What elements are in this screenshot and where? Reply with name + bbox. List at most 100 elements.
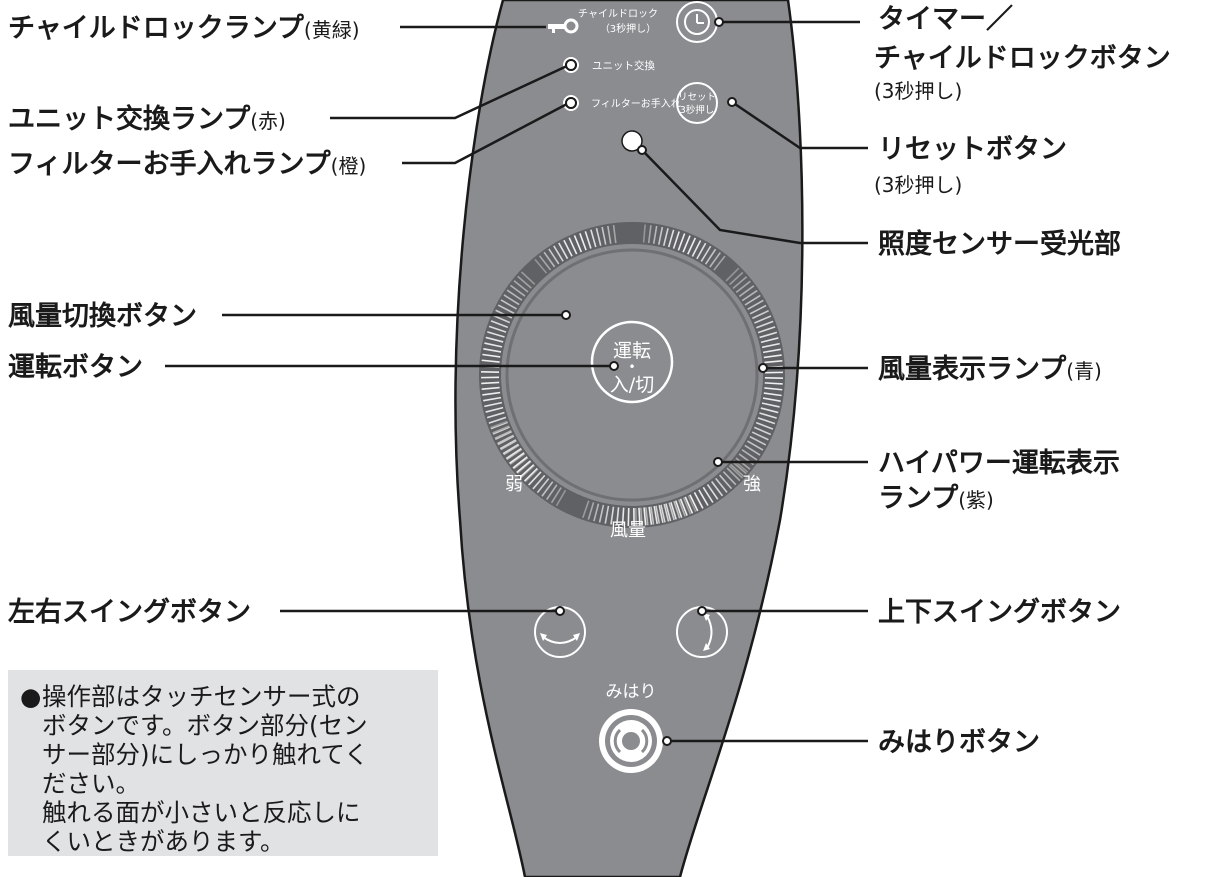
watch-button[interactable] — [599, 709, 663, 773]
fan-lamp-tick — [749, 435, 767, 446]
timer-label-2: チャイルドロックボタン — [874, 43, 1171, 74]
fan-lamp-tick — [553, 245, 564, 262]
fan-lamp-tick — [640, 507, 643, 526]
fan-lamp-tick — [738, 285, 755, 298]
fan-lamp-tick — [550, 487, 562, 504]
fan-lamp-tick — [667, 229, 675, 248]
fan-lamp-tick — [505, 447, 522, 460]
run-button[interactable] — [590, 320, 674, 404]
filter-lamp-label: フィルターお手入れランプ(橙) — [8, 149, 366, 180]
fan-lamp-tick — [532, 474, 546, 490]
fan-lamp-tick — [490, 420, 508, 429]
fan-lamp-tick — [763, 392, 782, 397]
fan-lamp-tick — [607, 225, 612, 244]
fan-lamp-ticks — [481, 224, 783, 526]
fan-lamp-tick — [563, 239, 573, 257]
fan-lamp-tick — [483, 396, 502, 402]
fan-lamp-tick — [487, 331, 505, 338]
fan-lamp-tick — [670, 501, 677, 520]
note-bullet: ● — [20, 682, 42, 711]
fan-lamp-tick — [674, 500, 683, 518]
ud-swing-button[interactable] — [676, 606, 728, 658]
fan-lamp-tick — [534, 258, 548, 274]
reset-label: リセットボタン — [878, 134, 1067, 165]
run-button-dot: • — [628, 360, 635, 374]
fan-lamp-tick — [647, 225, 652, 244]
fan-lamp-tick — [643, 507, 647, 526]
fan-lamp-tick — [484, 401, 503, 408]
fan-lamp-tick — [732, 461, 747, 475]
fan-lamp-tick — [726, 467, 741, 482]
note-line: くいときがあります。 — [42, 827, 285, 856]
fan-lamp-tick — [687, 495, 697, 513]
fan-lamp-tick — [519, 464, 535, 478]
fan-lamp-tick — [490, 320, 509, 329]
fan-lamp-tick — [484, 342, 503, 348]
fan-lamp-label: 風量表示ランプ(青) — [878, 354, 1102, 385]
fan-lamp-tick — [677, 233, 686, 251]
filter-lamp — [563, 95, 579, 111]
fan-lamp-tick — [755, 421, 774, 430]
filter-care-panel-text: フィルターお手入れ — [591, 97, 681, 110]
fan-lamp-tick — [709, 252, 721, 268]
timer-label-sub: (3秒押し) — [874, 79, 962, 103]
reset-button[interactable] — [676, 82, 718, 124]
fan-lamp-tick — [753, 426, 772, 436]
fan-lamp-tick — [582, 500, 590, 519]
light-sensor-label: 照度センサー受光部 — [878, 228, 1121, 260]
fan-lamp-tick — [481, 359, 500, 363]
fan-lamp-tick — [621, 507, 625, 526]
fan-lamp-tick — [761, 402, 780, 408]
note-box — [8, 670, 438, 856]
reset-panel-sub: 3秒押し — [680, 104, 715, 116]
fan-lamp-tick — [684, 496, 694, 514]
fan-lamp-tick — [756, 320, 774, 329]
fan-lamp-tick — [715, 477, 728, 493]
timer-label-1: タイマー／ — [878, 4, 1013, 35]
fan-lamp-tick — [587, 502, 595, 520]
fan-lamp-tick — [662, 228, 669, 247]
note-line: ボタンです。ボタン部分(セン — [42, 711, 368, 740]
fan-lamp-tick — [500, 439, 517, 451]
fan-lamp-tick — [481, 386, 500, 391]
fan-lamp-tick — [541, 481, 554, 497]
note-line: サー部分)にしっかり触れてく — [42, 740, 369, 769]
fan-lamp-tick — [573, 235, 583, 253]
child-lock-panel-text: チャイルドロック — [578, 8, 658, 20]
fan-lamp-tick — [516, 460, 532, 474]
light-sensor — [621, 130, 643, 152]
fan-lamp-tick — [751, 431, 769, 441]
fan-lamp-tick — [536, 478, 550, 494]
leader-lines — [165, 20, 868, 743]
fan-lamp-tick — [759, 412, 777, 419]
fan-lamp-tick — [762, 348, 781, 354]
fan-lamp-tick — [492, 425, 510, 434]
fan-lamp-tick — [757, 417, 776, 425]
watch-panel-text: みはり — [606, 682, 657, 702]
fan-lamp-tick — [538, 255, 552, 271]
fan-lamp-tick — [757, 326, 776, 334]
fan-lamp-tick — [752, 309, 769, 320]
fan-lamp-tick — [593, 503, 600, 522]
fan-lamp-tick — [764, 387, 783, 391]
fan-lamp-tick — [679, 498, 688, 516]
fan-lamp-tick — [509, 452, 526, 465]
fan-lamp-tick — [764, 382, 783, 385]
fan-lamp-tick — [645, 507, 649, 526]
fan-lamp-tick — [497, 304, 515, 315]
fan-switch-label: 風量切換ボタン — [8, 301, 197, 332]
fan-lamp-tick — [558, 242, 569, 260]
fan-lamp-tick — [713, 255, 726, 271]
fan-lamp-tick — [521, 271, 536, 285]
fan-lamp-tick — [652, 225, 658, 244]
note-line: ださい。 — [42, 769, 140, 798]
fan-lamp-tick — [741, 289, 758, 302]
usage-note: ● 操作部はタッチセンサー式の ボタンです。ボタン部分(セン サー部分)にしっか… — [20, 682, 422, 856]
fan-lamp-tick — [744, 294, 761, 306]
child-lock-panel-sub: （3秒押し） — [600, 22, 656, 35]
fan-lamp-tick — [568, 237, 578, 255]
fan-lamp-tick — [763, 354, 782, 359]
fan-lamp-tick — [495, 430, 512, 441]
fan-lamp-tick — [673, 500, 681, 519]
